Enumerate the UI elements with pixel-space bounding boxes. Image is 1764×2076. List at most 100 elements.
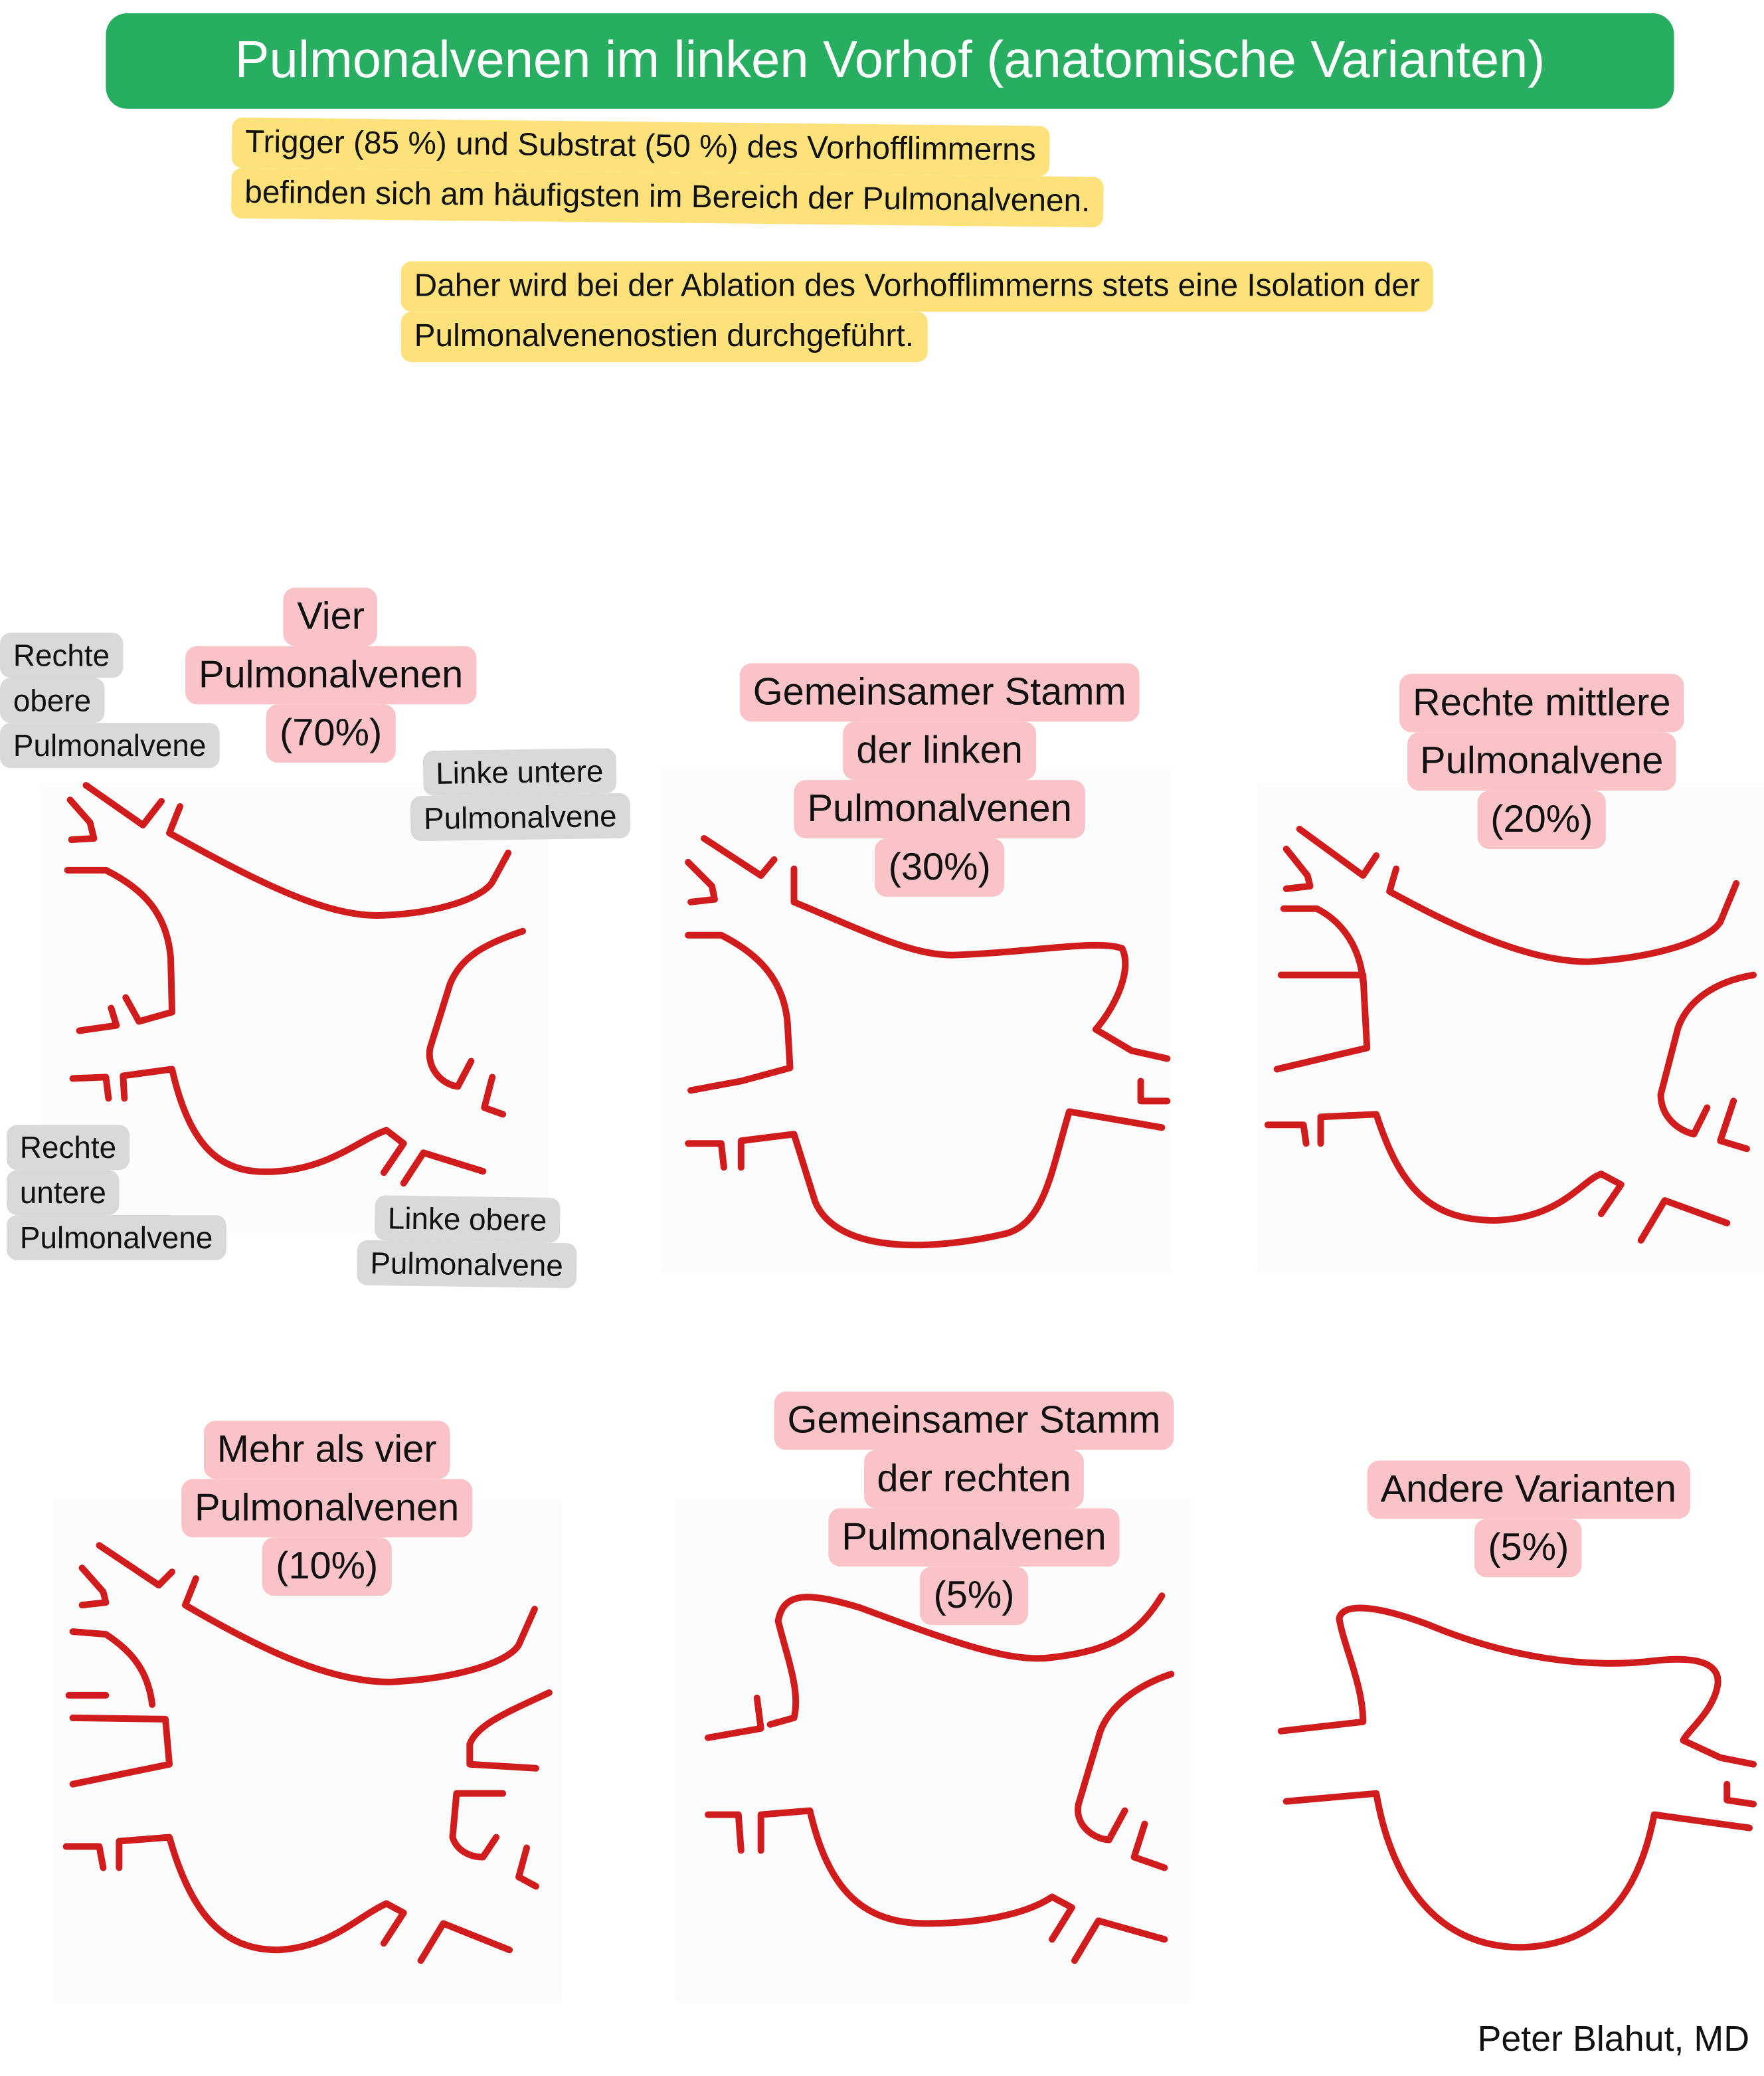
diagram-four-veins [64,782,527,1187]
vein-outline [64,866,176,1025]
vein-outline [1657,971,1757,1138]
label-line: Pulmonalvene [1407,732,1677,791]
vein-outline [69,1714,173,1788]
label-line: der rechten [863,1450,1085,1509]
label-other-variants: Andere Varianten (5%) [1367,1460,1690,1578]
vein-outline [400,1149,487,1187]
label-line: Pulmonalvenen [185,646,477,705]
vein-outline [1717,1097,1751,1153]
vein-outline [737,1108,1166,1249]
vein-outline [1137,1078,1171,1105]
label-more-than-four: Mehr als vier Pulmonalvenen (10%) [181,1420,473,1596]
vein-label-right-upper: Rechte obere Pulmonalvene [0,632,220,769]
note-line: Trigger (85 %) und Substrat (50 %) des V… [231,117,1050,177]
label-line: der linken [843,721,1036,781]
label-line: (20%) [1477,791,1607,849]
note-trigger-substrate: Trigger (85 %) und Substrat (50 %) des V… [230,117,1104,228]
vein-outline [1130,1820,1168,1871]
vein-outline [1273,971,1371,1073]
vein-outline [481,1074,507,1118]
vein-outline [1282,845,1314,892]
vein-outline [62,1843,107,1871]
vein-outline [685,931,794,1094]
vein-outline [515,1844,539,1890]
vein-outline [82,782,165,829]
author-credit: Peter Blahut, MD [1477,2019,1750,2059]
vein-outline [116,1834,407,1954]
note-ablation: Daher wird bei der Ablation des Vorhoffl… [400,261,1433,363]
vein-outline [1075,1670,1175,1843]
vein-outline [1280,905,1367,985]
label-line: (5%) [1474,1519,1583,1578]
label-line: Pulmonalvene [6,1215,226,1260]
note-line: Daher wird bei der Ablation des Vorhoffl… [400,261,1433,312]
vein-outline [1637,1197,1731,1244]
note-line: Pulmonalvenenostien durchgeführt. [400,312,927,363]
vein-outline [1277,1604,1757,1768]
vein-outline [96,1542,176,1589]
diagram-common-right-trunk [705,1592,1175,1964]
vein-outline [766,1592,1166,1728]
vein-outline [69,1628,156,1708]
vein-outline [685,1140,727,1171]
vein-outline [701,834,778,879]
vein-label-left-upper: Linke obere Pulmonalvene [357,1195,577,1289]
vein-outline [76,1004,120,1034]
vein-label-left-lower: Linke untere Pulmonalvene [410,748,630,842]
vein-outline [1723,1780,1757,1808]
vein-outline [426,927,527,1090]
vein-outline [790,865,1171,1062]
vein-outline [78,1564,110,1609]
label-common-right-trunk: Gemeinsamer Stamm der rechten Pulmonalve… [774,1391,1174,1626]
diagram-common-left-trunk [685,834,1171,1249]
label-line: Pulmonalvenen [828,1508,1120,1567]
vein-outline [120,1066,407,1177]
vein-outline [69,1074,112,1102]
label-line: Linke untere [422,748,617,797]
label-line: Pulmonalvenen [181,1479,473,1538]
label-line: Gemeinsamer Stamm [739,663,1140,722]
label-line: Linke obere [374,1195,561,1243]
label-line: (30%) [875,838,1004,897]
label-line: Rechte mittlere [1399,674,1684,733]
vein-outline [449,1790,507,1861]
label-line: Pulmonalvene [357,1240,577,1289]
vein-outline [466,1689,553,1772]
label-four-veins: Vier Pulmonalvenen (70%) [185,587,477,763]
label-line: Pulmonalvenen [794,780,1085,838]
label-line: Gemeinsamer Stamm [774,1391,1174,1450]
label-line: (10%) [262,1537,392,1596]
vein-outline [1317,1111,1625,1224]
vein-outline [1296,826,1380,879]
vein-outline [757,1807,1075,1943]
vein-outline [181,1575,538,1685]
label-line: Pulmonalvene [0,723,220,769]
label-common-left-trunk: Gemeinsamer Stamm der linken Pulmonalven… [739,663,1140,897]
label-line: Andere Varianten [1367,1460,1690,1519]
vein-outline [1386,865,1740,965]
page-title: Pulmonalvenen im linken Vorhof (anatomis… [106,13,1674,109]
label-line: Rechte [6,1125,130,1171]
diagram-right-middle-vein [1264,826,1757,1244]
diagram-more-than-four [62,1542,553,1964]
label-right-middle-vein: Rechte mittlere Pulmonalvene (20%) [1399,674,1684,849]
diagram-other-variants [1277,1604,1757,1951]
label-line: obere [0,678,105,723]
label-line: (70%) [266,704,396,763]
vein-outline [705,1694,764,1741]
vein-outline [166,803,512,919]
vein-outline [685,858,718,905]
vein-outline [1071,1917,1168,1964]
vein-outline [1282,1790,1753,1951]
label-line: Rechte [0,632,124,678]
vein-outline [417,1920,513,1964]
label-line: untere [6,1170,120,1216]
label-line: Vier [284,587,378,646]
vein-outline [1264,1121,1310,1147]
vein-outline [66,797,98,843]
vein-label-right-lower: Rechte untere Pulmonalvene [6,1125,226,1260]
vein-outline [705,1811,745,1854]
label-line: (5%) [920,1566,1028,1626]
